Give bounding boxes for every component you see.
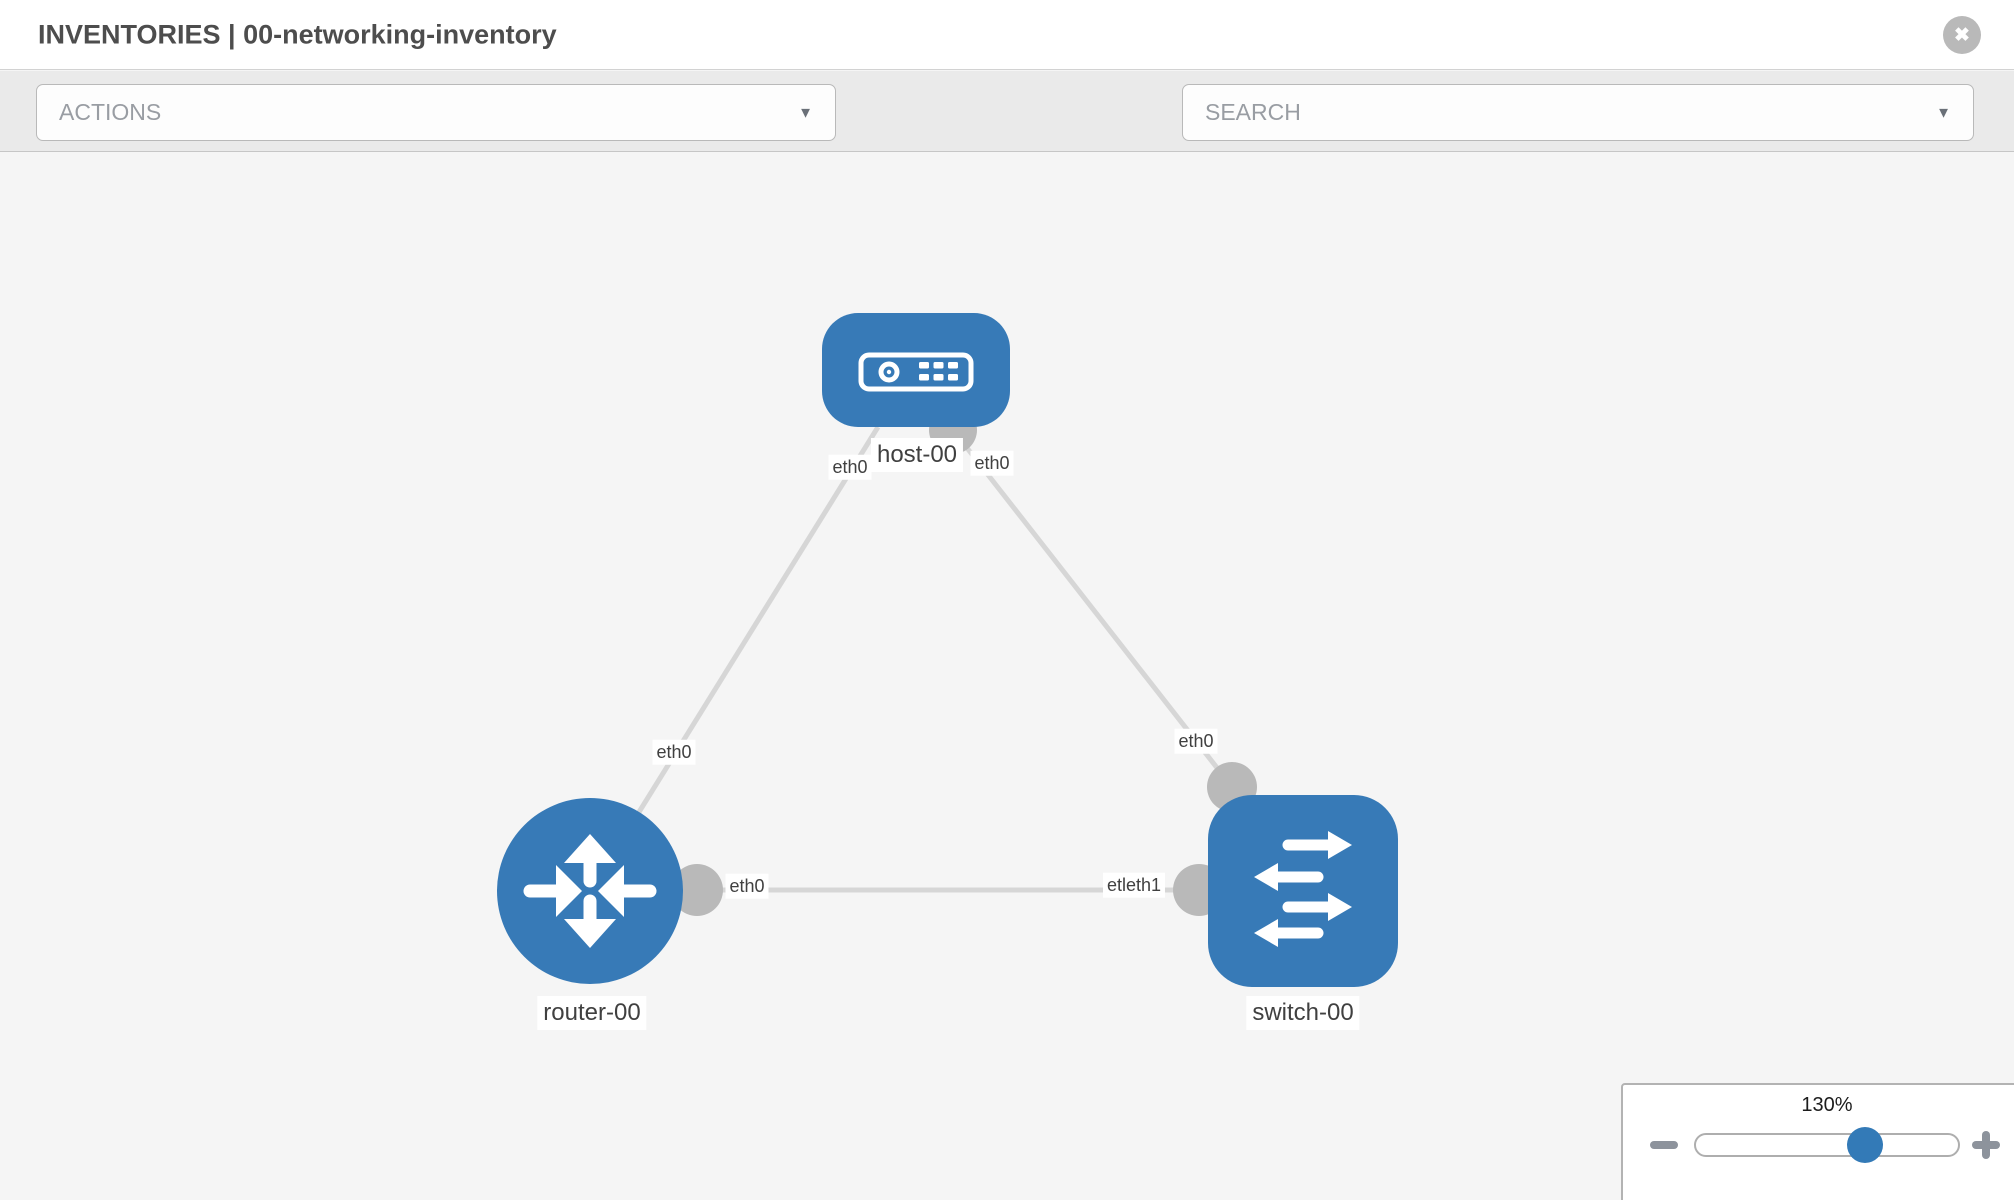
interface-dots: [671, 406, 1257, 916]
zoom-level: 130%: [1801, 1094, 1853, 1116]
actions-dropdown-label: ACTIONS: [59, 99, 162, 125]
iface-label-router-to-host: eth0: [652, 739, 696, 765]
iface-label-host-to-router: eth0: [828, 454, 872, 480]
iface-label-host-to-switch: eth0: [970, 450, 1014, 476]
switch-icon: [1254, 831, 1352, 947]
node-label-host: host-00: [870, 438, 964, 472]
chevron-down-icon: ▼: [1936, 104, 1951, 121]
chevron-down-icon: ▼: [798, 104, 813, 121]
close-icon: ✖: [1954, 24, 1970, 46]
zoom-in-plus-icon[interactable]: [1972, 1131, 2000, 1159]
node-label-router: router-00: [537, 996, 647, 1030]
header: INVENTORIES | 00-networking-inventory ✖: [0, 0, 2014, 70]
zoom-slider-thumb[interactable]: [1847, 1127, 1883, 1163]
router-icon: [523, 834, 657, 948]
zoom-slider-track[interactable]: [1694, 1133, 1960, 1157]
zoom-out-minus-icon[interactable]: [1650, 1141, 1678, 1149]
iface-label-switch-to-router: etleth1: [1102, 872, 1166, 898]
search-dropdown-label: SEARCH: [1205, 99, 1301, 125]
iface-label-router-to-switch: eth0: [725, 873, 769, 899]
node-label-switch: switch-00: [1246, 996, 1360, 1030]
iface-label-switch-to-host: eth0: [1174, 728, 1218, 754]
actions-dropdown[interactable]: ACTIONS ▼: [36, 84, 836, 141]
link-host-switch[interactable]: [951, 428, 1234, 789]
node-switch[interactable]: [1208, 795, 1398, 987]
search-dropdown[interactable]: SEARCH ▼: [1182, 84, 1974, 141]
interface-dot-router[interactable]: [671, 864, 723, 916]
toolbar: ACTIONS ▼ SEARCH ▼: [0, 71, 2014, 203]
close-button[interactable]: ✖: [1943, 16, 1981, 54]
links: [587, 425, 1303, 893]
server-icon: [858, 352, 974, 392]
page-title: INVENTORIES | 00-networking-inventory: [38, 19, 557, 49]
node-host[interactable]: [822, 313, 1010, 427]
zoom-panel: 130%: [1621, 1083, 2014, 1200]
node-router[interactable]: [497, 798, 683, 984]
topology-canvas[interactable]: host-00 router-00 switch-00 eth0 eth0 et…: [0, 153, 2014, 1200]
